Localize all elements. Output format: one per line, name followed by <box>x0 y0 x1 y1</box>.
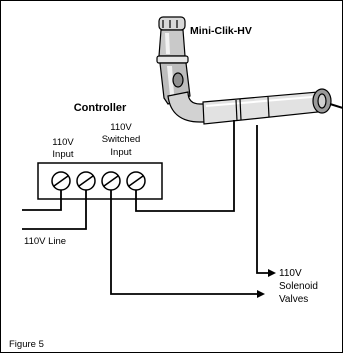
terminal-screw-2 <box>76 171 96 191</box>
line-wire-lower <box>22 190 87 230</box>
valves-label-line3: Valves <box>279 294 308 305</box>
terminal-screw-4 <box>126 171 146 191</box>
terminal-screw-1 <box>51 171 71 191</box>
sensor-wire <box>135 120 235 212</box>
controller-title: Controller <box>74 102 127 114</box>
switched-label-line2: Switched <box>102 134 141 145</box>
input-label-line2: Input <box>52 149 73 160</box>
arrow-valve-upper <box>268 269 276 277</box>
terminal-screw-3 <box>101 171 121 191</box>
valve-wire-upper <box>256 125 270 274</box>
switched-label-line1: 110V <box>110 122 132 133</box>
line-wire-upper <box>22 190 62 211</box>
figure-caption: Figure 5 <box>9 339 44 350</box>
mini-clik-sensor <box>156 16 343 125</box>
input-label-line1: 110V <box>52 137 74 148</box>
valves-label-line1: 110V <box>279 268 302 279</box>
line-label: 110V Line <box>24 236 66 247</box>
valves-label-line2: Solenoid <box>279 281 318 292</box>
arrow-valve-lower <box>257 290 265 298</box>
mini-clik-label: Mini-Clik-HV <box>190 25 252 37</box>
controller-terminal-block <box>37 162 163 200</box>
switched-label-line3: Input <box>110 147 131 158</box>
valve-wire-lower <box>110 190 258 295</box>
